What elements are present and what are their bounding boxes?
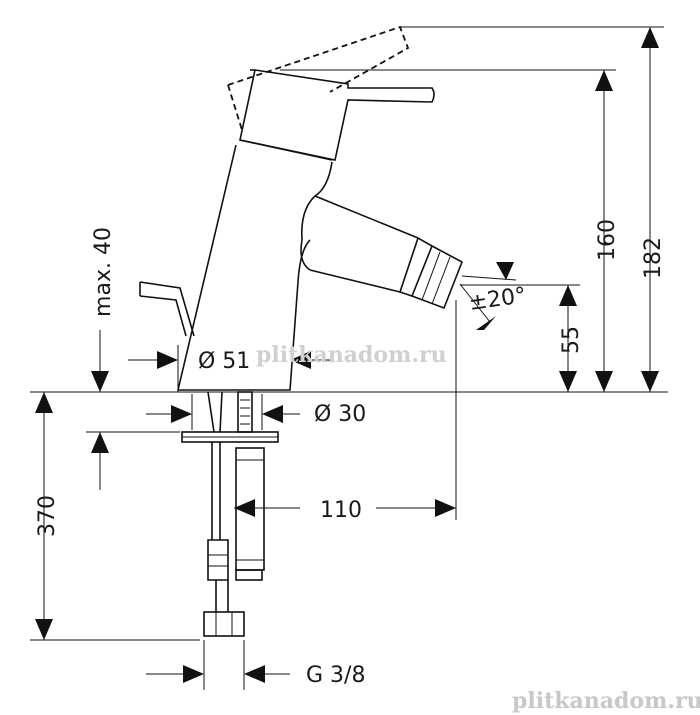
dimension-lines (30, 26, 668, 690)
watermark-corner: plitkanadom.ru (512, 688, 700, 714)
dimension-labels: 182 160 55 max. 40 Ø 51 Ø 30 110 370 G 3… (35, 219, 666, 688)
label-height-spout: 160 (595, 219, 620, 261)
label-lever-travel: max. 40 (91, 227, 116, 317)
label-installation-length: 370 (35, 495, 60, 537)
label-swivel-angle: ±20° (467, 283, 527, 316)
label-height-total: 182 (641, 237, 666, 279)
label-shank-diameter: Ø 30 (314, 402, 366, 427)
label-connection-thread: G 3/8 (306, 663, 365, 688)
label-height-outlet: 55 (559, 326, 584, 354)
label-spout-reach: 110 (320, 498, 362, 523)
watermark-center: plitkanadom.ru (256, 342, 447, 368)
faucet-outline (139, 25, 464, 637)
label-body-diameter: Ø 51 (198, 349, 250, 374)
